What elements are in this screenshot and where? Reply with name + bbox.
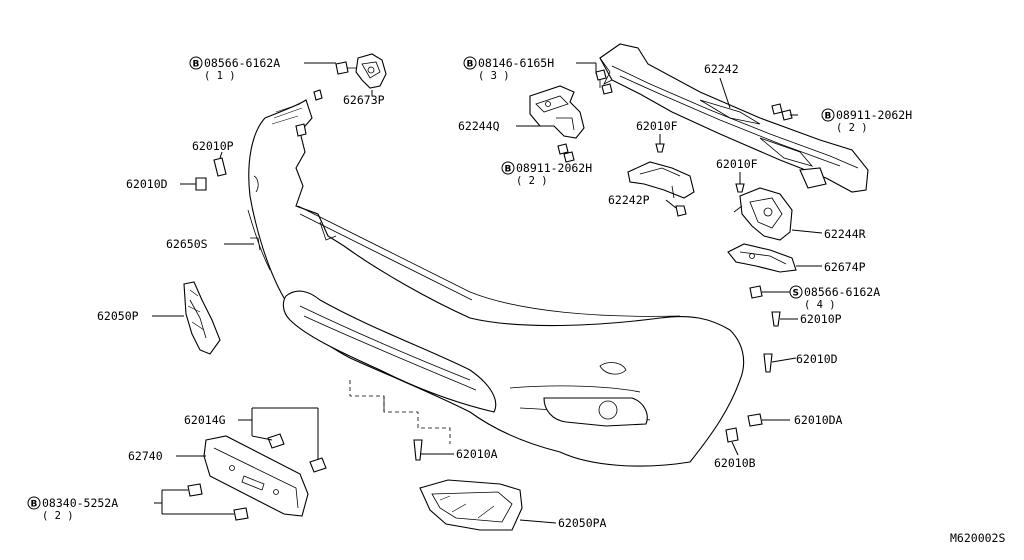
quantity-label: ( 2 ) [42, 510, 74, 522]
bolt-62014G-b [309, 457, 327, 473]
screw-62010D-left [195, 177, 207, 191]
part-number-label: 62010D [796, 352, 838, 366]
screw-08340-5252A-a [187, 483, 203, 497]
clip-62010B [725, 427, 739, 443]
part-number-label: 62010DA [794, 413, 843, 427]
part-number-label: 62050P [97, 309, 139, 323]
part-number-label: 62242 [704, 62, 739, 76]
quantity-label: ( 2 ) [516, 175, 548, 187]
quantity-label: ( 1 ) [204, 70, 236, 82]
quantity-label: ( 4 ) [804, 299, 836, 311]
license-plate-bracket-62740 [203, 435, 309, 517]
part-number-label: 08911-2062H [836, 108, 912, 122]
screw-symbol-letter: S [793, 289, 799, 299]
nut-08911-2062H-left-b [563, 151, 575, 163]
quantity-label: ( 3 ) [478, 70, 510, 82]
clip-62010P-right [771, 311, 781, 327]
quantity-label: ( 2 ) [836, 122, 868, 134]
part-number-label: 62673P [343, 93, 385, 107]
clip-62010F-b [735, 183, 745, 193]
part-number-label: 08566-6162A [804, 285, 880, 299]
clip-62010P-left [213, 157, 227, 177]
reinforcement-62242 [599, 43, 869, 193]
bracket-62244R [733, 187, 793, 241]
bolt-symbol-letter: B [31, 500, 38, 510]
screw-08340-5252A-b [233, 507, 249, 521]
bracket-62674P [727, 243, 797, 273]
bolt-symbol-letter: B [825, 112, 832, 122]
part-number-label: 62740 [128, 449, 163, 463]
screw-62010D-right [763, 353, 773, 373]
bolt-08566-6162A-top [335, 61, 356, 75]
part-number-label: 62650S [166, 237, 208, 251]
part-number-label: 08146-6165H [478, 56, 554, 70]
part-number-label: 62242P [608, 193, 650, 207]
bracket-62244Q [529, 85, 585, 139]
screw-symbol-icon [789, 285, 803, 299]
nut-62242P [675, 205, 687, 217]
part-number-label: 62010B [714, 456, 756, 470]
part-number-label: 08911-2062H [516, 161, 592, 175]
bracket-62242P [627, 161, 695, 199]
screw-62010DA [747, 413, 763, 427]
fog-lamp-bezel-62050PA [419, 479, 523, 531]
bolt-symbol-icon [501, 161, 515, 175]
part-number-label: 62010F [716, 157, 758, 171]
bolt-symbol-icon [27, 496, 41, 510]
nut-08911-2062H-right [771, 103, 783, 115]
bolt-08146-6165H [595, 69, 613, 95]
part-number-label: 62010P [192, 139, 234, 153]
part-number-label: 62674P [824, 260, 866, 274]
screw-62010A [413, 439, 423, 461]
clip-small-top [313, 89, 323, 101]
side-bracket-62050P [183, 281, 221, 355]
bracket-62673P [355, 53, 387, 89]
bolt-symbol-letter: B [505, 165, 512, 175]
part-number-label: 62010A [456, 447, 498, 461]
clip-62010F-a [655, 143, 665, 153]
diagram-code: M620002S [950, 531, 1005, 545]
part-number-label: 08340-5252A [42, 496, 118, 510]
clip-small-left [295, 123, 307, 137]
screw-08566-6162A-right [749, 285, 763, 299]
bolt-symbol-icon [189, 56, 203, 70]
part-labels: B 08566-6162A ( 1 ) 62673P B 08146-6165H… [27, 56, 1005, 545]
part-number-label: 62014G [184, 413, 226, 427]
part-number-label: 62244Q [458, 119, 500, 133]
part-number-label: 62244R [824, 227, 866, 241]
part-number-label: 62010P [800, 312, 842, 326]
nut-08911-2062H-right-b [781, 109, 793, 121]
nut-08911-2062H-left [557, 143, 569, 155]
part-number-label: 62010D [126, 177, 168, 191]
bolt-symbol-letter: B [193, 60, 200, 70]
leader-lines [152, 62, 823, 524]
bolt-62014G-a [267, 433, 285, 449]
bolt-symbol-icon [821, 108, 835, 122]
bolt-symbol-letter: B [467, 60, 474, 70]
part-number-label: 08566-6162A [204, 56, 280, 70]
part-number-label: 62010F [636, 119, 678, 133]
front-bumper-fascia-62650S [247, 99, 745, 467]
part-number-label: 62050PA [558, 516, 607, 530]
bolt-symbol-icon [463, 56, 477, 70]
